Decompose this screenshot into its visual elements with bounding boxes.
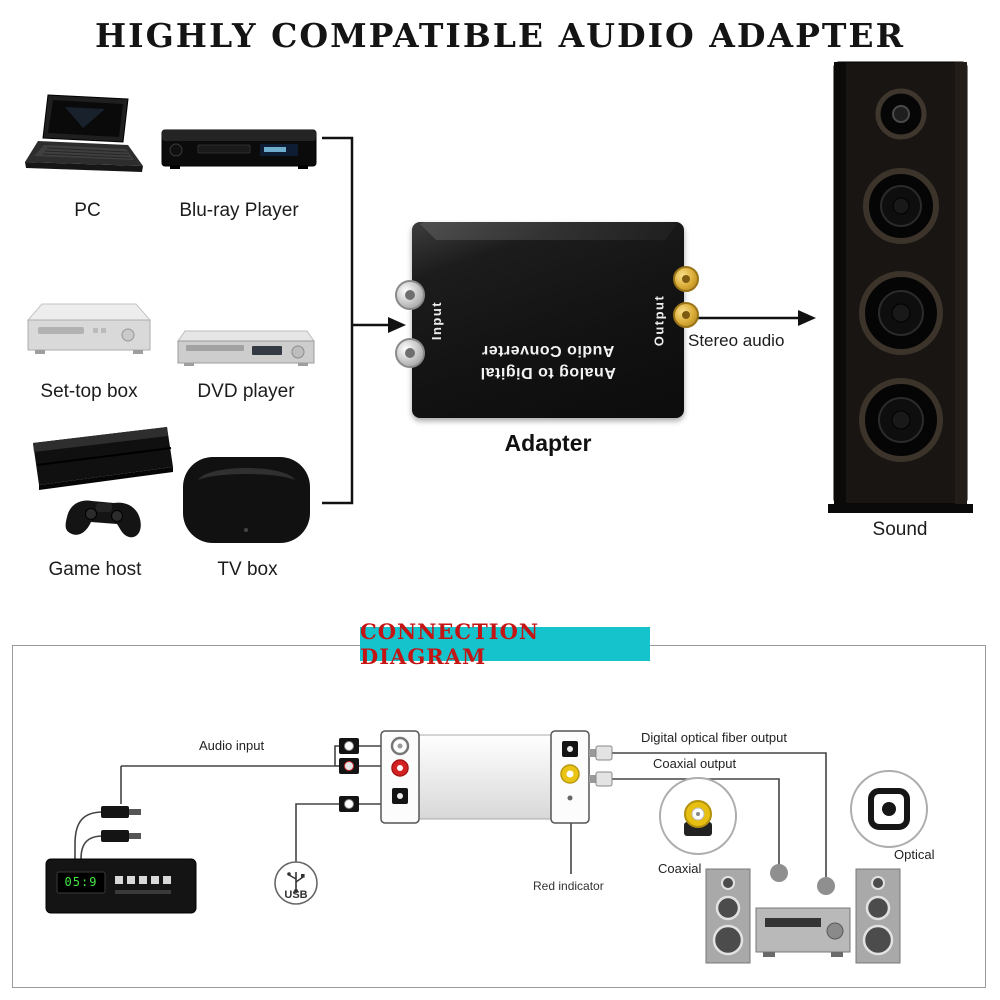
connection-diagram-drawing — [45, 730, 928, 964]
pc-laptop-icon — [25, 92, 150, 187]
digital-optical-output-label: Digital optical fiber output — [641, 730, 787, 745]
adapter-device: Input Output Analog to Digital Audio Con… — [395, 222, 699, 418]
game-label: Game host — [48, 559, 142, 580]
audio-input-label: Audio input — [199, 738, 265, 753]
input-text: Input — [429, 300, 445, 340]
dvd-label: DVD player — [197, 381, 295, 402]
adapter-output-label: Output — [648, 222, 670, 418]
bluray-label: Blu-ray Player — [179, 200, 299, 221]
stb-device-icon — [45, 858, 197, 914]
sound-label: Sound — [872, 519, 928, 540]
optical-endpoint-dot — [817, 877, 835, 895]
adapter-label: Adapter — [504, 430, 592, 456]
bluray-player-icon — [160, 120, 318, 176]
connection-diagram-header: CONNECTION DIAGRAM — [360, 619, 650, 669]
rca-cable-plugs-icon — [101, 806, 141, 842]
rca-input-connector-1 — [395, 280, 425, 310]
adapter-top-face — [418, 222, 678, 240]
dvd-player-icon — [176, 326, 316, 372]
arrow-to-adapter — [388, 317, 406, 333]
tv-box-icon — [178, 452, 315, 548]
connection-diagram-title: CONNECTION DIAGRAM — [360, 619, 540, 669]
gold-output-connector-1 — [673, 266, 699, 292]
wiring-lines — [74, 745, 827, 877]
game-console-icon — [25, 415, 175, 555]
settop-label: Set-top box — [40, 381, 138, 402]
adapter-body-text: Analog to Digital Audio Converter — [412, 338, 684, 383]
gold-output-connector-2 — [673, 302, 699, 328]
coaxial-connector-icon — [659, 777, 737, 855]
speaker-tower-icon — [828, 60, 973, 515]
usb-label: USB — [284, 889, 308, 901]
coaxial-output-label: Coaxial output — [653, 756, 737, 771]
signal-flow-lines — [322, 136, 816, 505]
adapter-body-line2: Audio Converter — [481, 341, 615, 359]
page-title: HIGHLY COMPATIBLE AUDIO ADAPTER — [94, 16, 906, 55]
coaxial-endpoint-dot — [770, 864, 788, 882]
arrow-to-speaker — [798, 310, 816, 326]
red-indicator-label: Red indicator — [533, 879, 604, 893]
adapter-input-label: Input — [426, 222, 448, 418]
converter-device-icon — [380, 730, 590, 824]
stb-display-value: 05:9 — [64, 875, 98, 889]
optical-label: Optical — [894, 847, 935, 862]
optical-connector-icon — [850, 770, 928, 848]
pc-label: PC — [74, 200, 101, 221]
settop-box-icon — [25, 297, 153, 361]
connection-diagram-panel: Audio input Digital optical fiber output… — [12, 645, 986, 988]
rca-input-connector-2 — [395, 338, 425, 368]
stereo-audio-label: Stereo audio — [688, 331, 785, 350]
output-cable-plugs-icon — [589, 745, 613, 787]
usb-icon — [274, 861, 318, 905]
speaker-system-icon — [705, 868, 901, 964]
rca-connectors-at-converter — [339, 738, 359, 812]
coaxial-label: Coaxial — [658, 861, 702, 876]
adapter-body-line1: Analog to Digital — [480, 363, 616, 381]
tvbox-label: TV box — [217, 559, 278, 580]
